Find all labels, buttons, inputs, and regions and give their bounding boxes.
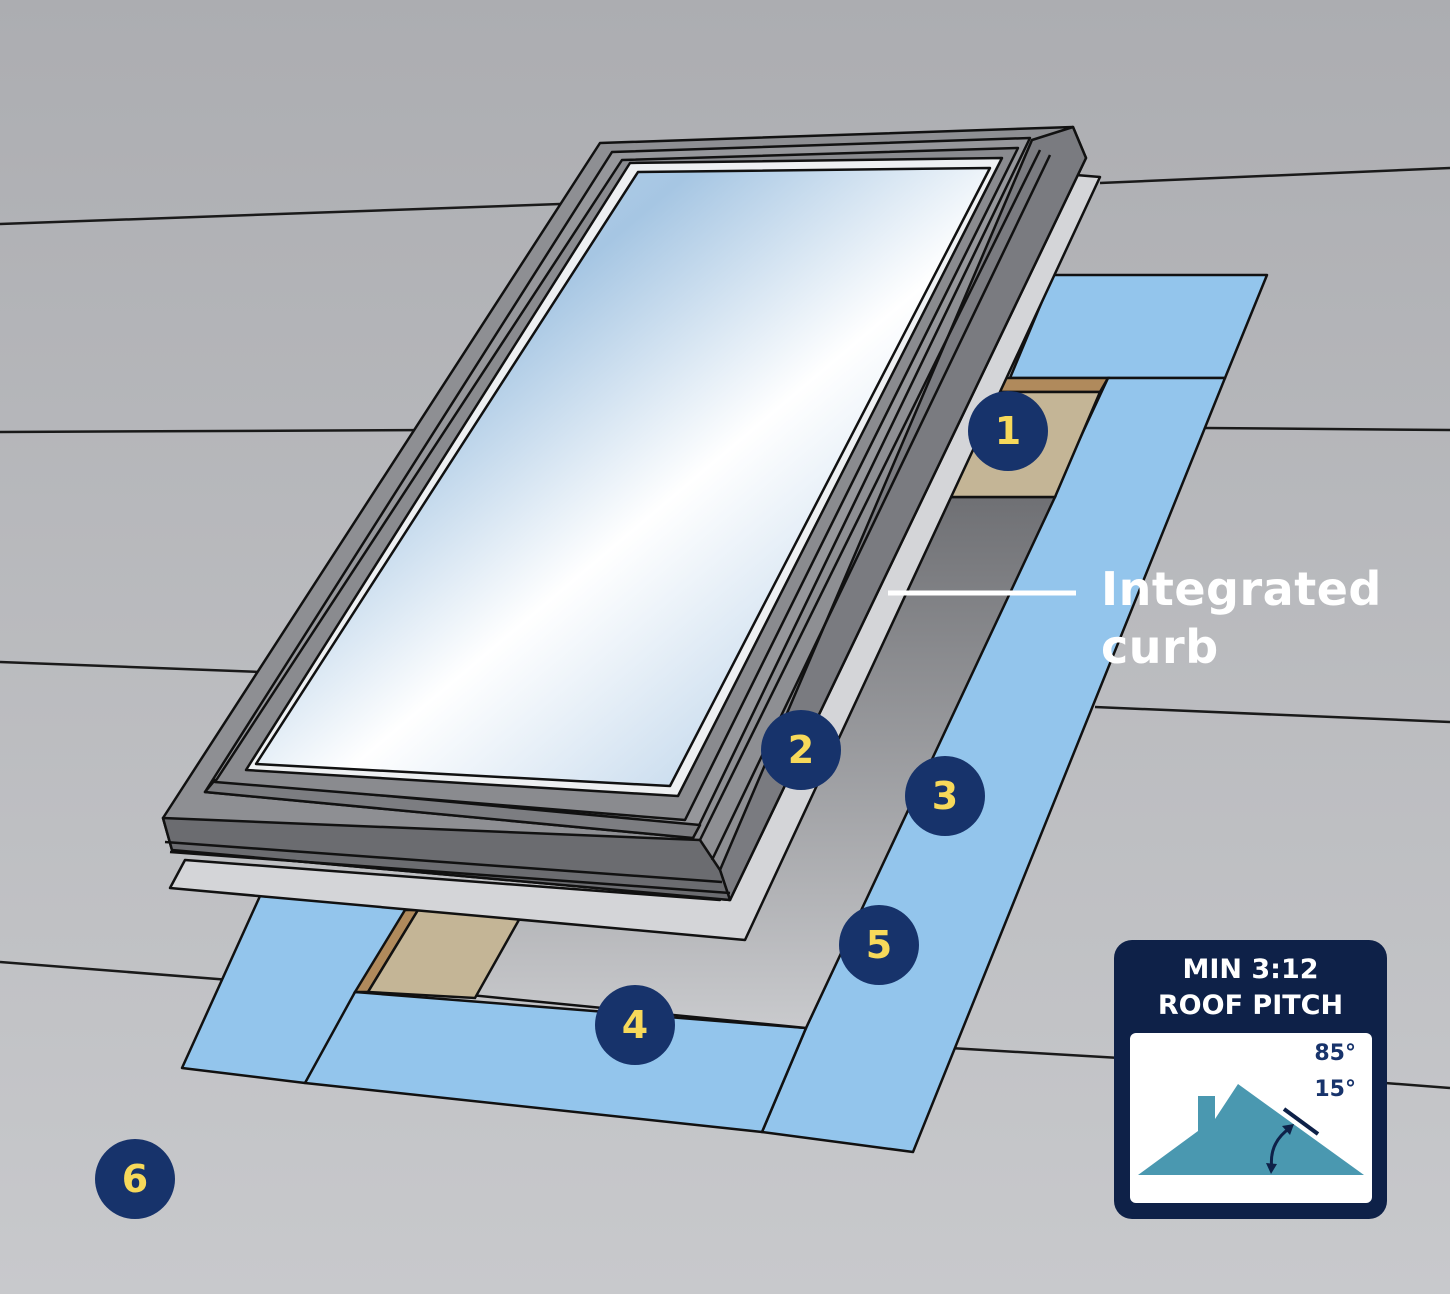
pitch-title-line-1: MIN 3:12: [1182, 954, 1319, 985]
callout-badge-2[interactable]: 2: [761, 710, 841, 790]
roof-pitch-panel: 85° 15°: [1130, 1033, 1372, 1203]
pitch-angle-max: 85°: [1314, 1041, 1356, 1066]
label-line-2: curb: [1101, 620, 1219, 674]
shingle-lines: [0, 166, 1450, 1090]
label-line-1: Integrated: [1101, 562, 1382, 616]
pitch-title-line-2: ROOF PITCH: [1157, 990, 1344, 1021]
glass-pane: [254, 166, 992, 788]
callout-badge-1[interactable]: 1: [968, 391, 1048, 471]
callout-badge-6[interactable]: 6: [95, 1139, 175, 1219]
callout-badge-3[interactable]: 3: [905, 756, 985, 836]
callout-badge-4[interactable]: 4: [595, 985, 675, 1065]
integrated-curb-label: Integrated curb: [1101, 560, 1382, 676]
roof-pitch-card: MIN 3:12 ROOF PITCH 85° 15°: [1114, 940, 1387, 1219]
house-pitch-icon: [1138, 1084, 1364, 1175]
roof-pitch-title: MIN 3:12 ROOF PITCH: [1114, 952, 1387, 1024]
callout-badge-5[interactable]: 5: [839, 905, 919, 985]
wood-blocking-bottom: [352, 908, 523, 1000]
pitch-angle-min: 15°: [1314, 1077, 1356, 1102]
